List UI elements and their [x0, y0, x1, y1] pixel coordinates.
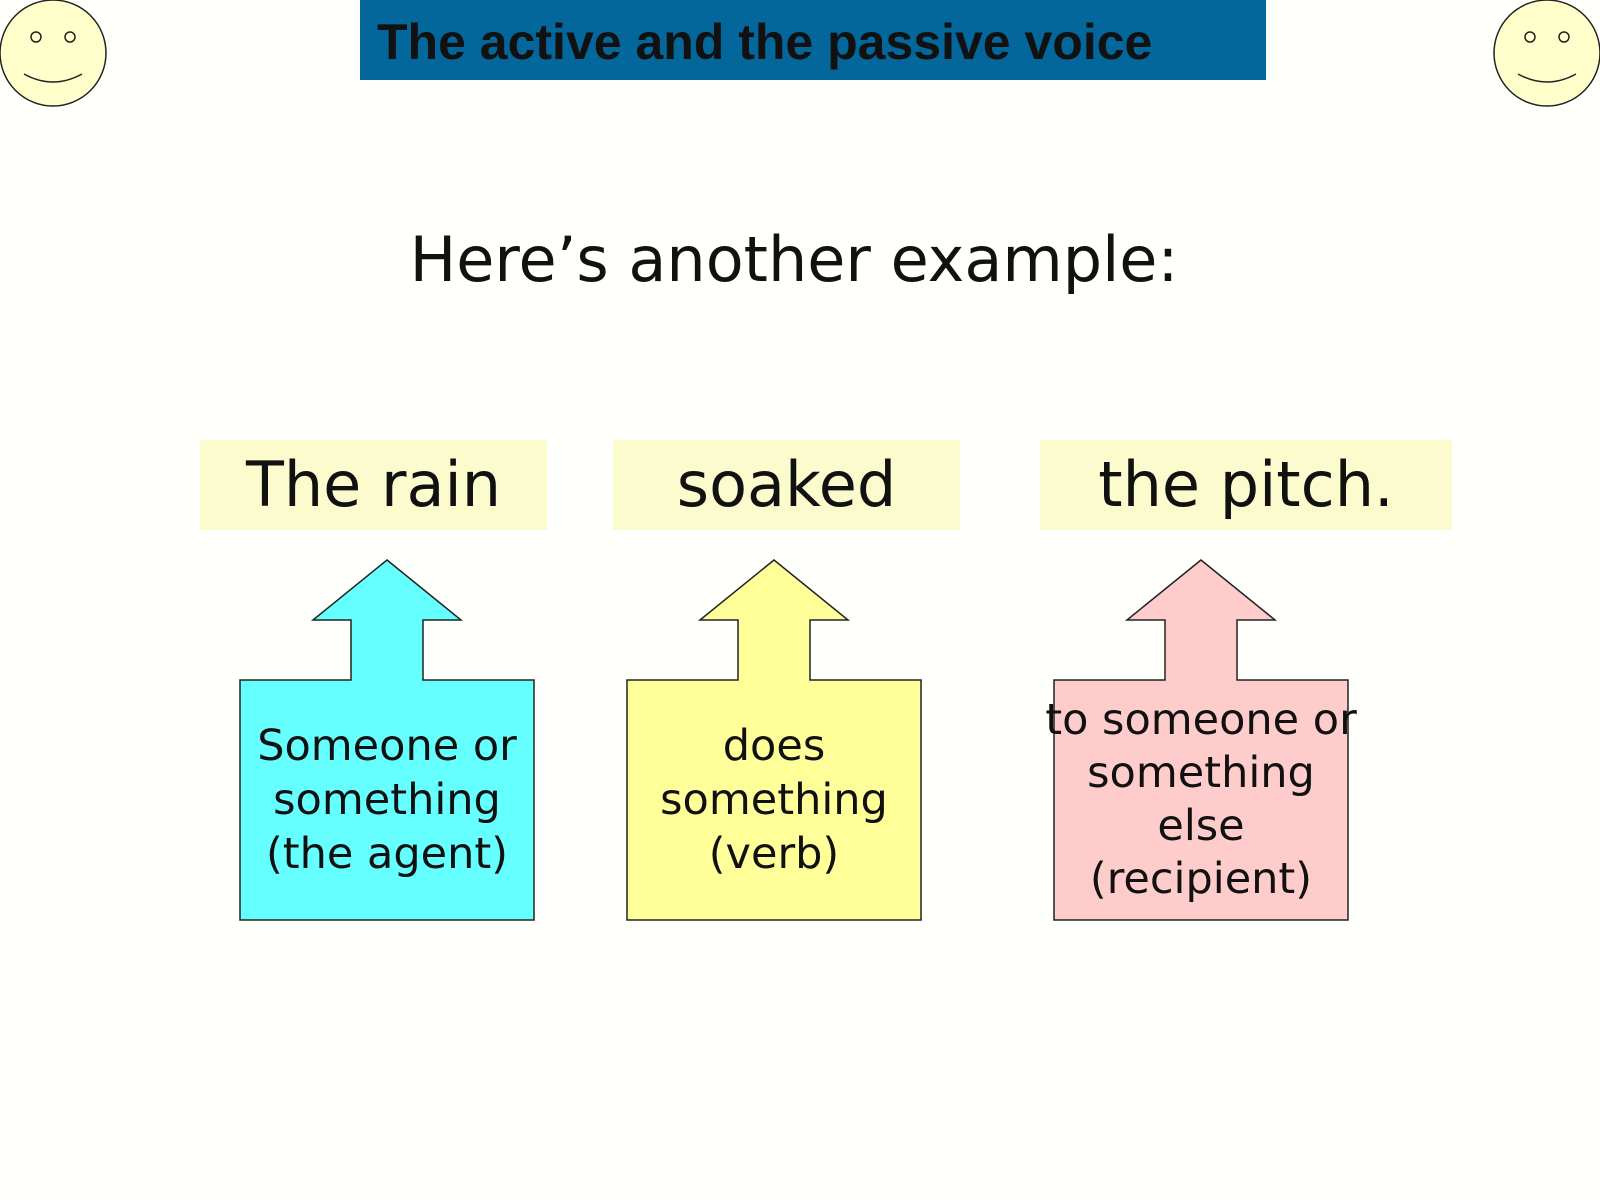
- role-label-line: Someone or: [257, 721, 517, 771]
- role-label-recipient: to someone or something else (recipient): [1045, 680, 1357, 920]
- role-label-agent: Someone or something (the agent): [240, 680, 534, 920]
- role-label-line: else: [1157, 801, 1245, 851]
- role-label-line: (recipient): [1089, 854, 1313, 904]
- role-label-line: something: [1087, 748, 1315, 798]
- role-label-line: something: [660, 775, 888, 825]
- smiley-face-icon: [1493, 0, 1600, 107]
- role-label-line: does: [722, 721, 826, 771]
- smiley-face-icon: [0, 0, 107, 107]
- role-label-line: to someone or: [1045, 695, 1357, 745]
- role-label-line: something: [273, 775, 501, 825]
- sentence-word-verb: soaked: [613, 440, 960, 530]
- slide-title: The active and the passive voice: [377, 14, 1153, 70]
- slide-subtitle: Here’s another example:: [409, 223, 1179, 296]
- sentence-word-recipient: the pitch.: [1040, 440, 1452, 530]
- role-label-line: (verb): [708, 829, 840, 879]
- sentence-word-agent: The rain: [200, 440, 547, 530]
- role-label-verb: does something (verb): [627, 680, 921, 920]
- role-label-line: (the agent): [265, 829, 508, 879]
- title-bar: The active and the passive voice: [360, 0, 1266, 80]
